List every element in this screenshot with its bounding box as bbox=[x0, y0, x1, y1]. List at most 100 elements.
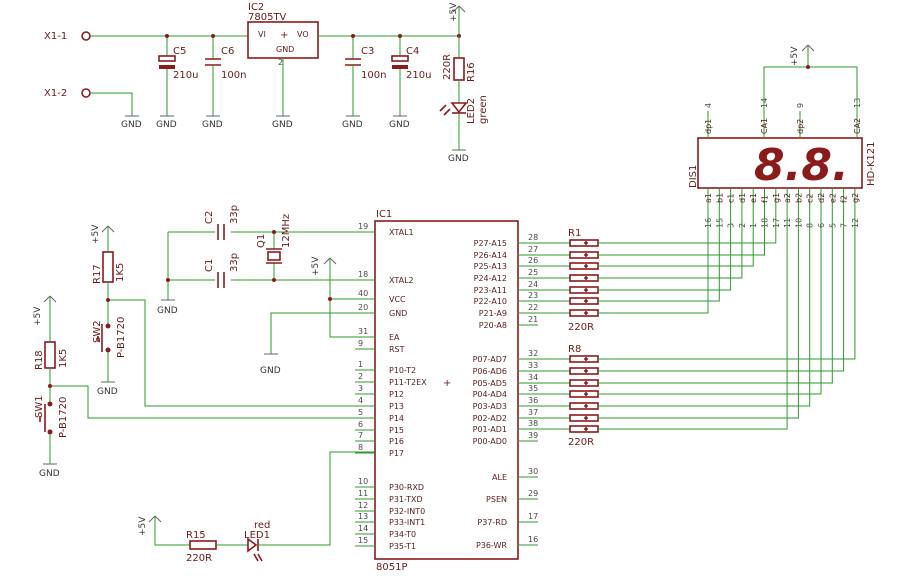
switch-sw1[interactable]: SW1 P-B1720 bbox=[34, 395, 69, 438]
r16-value: 220R bbox=[442, 54, 453, 80]
capacitor-c3[interactable]: C3 100n GND bbox=[342, 36, 386, 130]
resistor-element bbox=[538, 414, 599, 422]
c3-value: 100n bbox=[361, 70, 386, 81]
capacitor-c6[interactable]: C6 100n GND bbox=[202, 36, 246, 130]
led-led2[interactable]: LED2 green GND bbox=[439, 80, 489, 164]
capacitor-c5[interactable]: C5 210u GND bbox=[156, 36, 198, 130]
resistor-r15[interactable]: R15 220R bbox=[186, 530, 217, 564]
mcu-pin-label: P12 bbox=[389, 390, 404, 399]
mcu-pin-number: 23 bbox=[528, 291, 538, 300]
mcu-pin-number: 11 bbox=[358, 489, 368, 498]
display-pin-label: c1 bbox=[727, 194, 736, 204]
c2-value: 33p bbox=[229, 205, 240, 224]
led-led1[interactable]: red LED1 bbox=[244, 520, 270, 562]
r17-name: R17 bbox=[92, 264, 103, 284]
resistor-r16[interactable]: R16 220R bbox=[442, 36, 477, 82]
mcu-pin-label: P04-AD4 bbox=[473, 390, 507, 399]
mcu-right-pins: 28P27-A1527P26-A1426P25-A1325P24-A1224P2… bbox=[473, 233, 539, 550]
ic2-vo: VO bbox=[297, 30, 309, 39]
mcu-pin-label: XTAL2 bbox=[389, 276, 414, 285]
mcu-name: IC1 bbox=[376, 209, 392, 220]
c2-name: C2 bbox=[204, 211, 215, 224]
mcu-pin-label: P02-AD2 bbox=[473, 414, 507, 423]
mcu-pin-label: EA bbox=[389, 333, 400, 342]
mcu-pin-label: VCC bbox=[389, 295, 406, 304]
resistor-array-r1[interactable]: R1 220R bbox=[538, 228, 599, 333]
display-pin-label: e1 bbox=[749, 193, 758, 203]
capacitor-c4[interactable]: C4 210u GND bbox=[389, 36, 431, 130]
connector-x1-1[interactable] bbox=[81, 31, 91, 41]
mcu-value: 8051P bbox=[376, 562, 407, 573]
mcu-pin-number: 17 bbox=[528, 512, 538, 521]
capacitor-c1[interactable]: C1 33p bbox=[204, 253, 240, 288]
mcu-pin-number: 8 bbox=[358, 443, 363, 452]
led2-color: green bbox=[478, 95, 489, 124]
resistor-r18[interactable]: R18 1K5 bbox=[34, 341, 69, 370]
c1-name: C1 bbox=[204, 259, 215, 272]
r18-name: R18 bbox=[34, 350, 45, 370]
resistor-r17[interactable]: R17 1K5 bbox=[92, 251, 126, 284]
connector-x1-2[interactable] bbox=[81, 88, 91, 98]
mcu-pin-label: P25-A13 bbox=[474, 262, 507, 271]
crystal-q1[interactable]: Q1 12MHz bbox=[256, 214, 292, 282]
mcu-pin-label: P05-AD5 bbox=[473, 379, 507, 388]
display-pin-label: d2 bbox=[817, 193, 826, 203]
mcu-pin-number: 34 bbox=[528, 373, 538, 382]
resistor-array-r8[interactable]: R8 220R bbox=[538, 344, 599, 448]
capacitor-c2[interactable]: C2 33p bbox=[204, 205, 240, 240]
led-circuit-led1: +5V R15 220R red LED1 bbox=[138, 451, 375, 564]
mcu-ic1[interactable]: IC1 8051P + 19XTAL118XTAL240VCC20GND31EA… bbox=[355, 209, 538, 573]
c1-value: 33p bbox=[229, 253, 240, 272]
mcu-pin-label: XTAL1 bbox=[389, 228, 414, 237]
gnd-label-x1: GND bbox=[121, 120, 142, 130]
regulator-ic2[interactable]: IC2 7805TV VI VO GND + 2 GND bbox=[247, 2, 319, 130]
gnd-label-c6: GND bbox=[202, 120, 223, 130]
mcu-pin-label: GND bbox=[389, 309, 407, 318]
display-pin-label: CA1 bbox=[760, 118, 769, 134]
switch-sw2[interactable]: SW2 P-B1720 bbox=[92, 317, 127, 358]
